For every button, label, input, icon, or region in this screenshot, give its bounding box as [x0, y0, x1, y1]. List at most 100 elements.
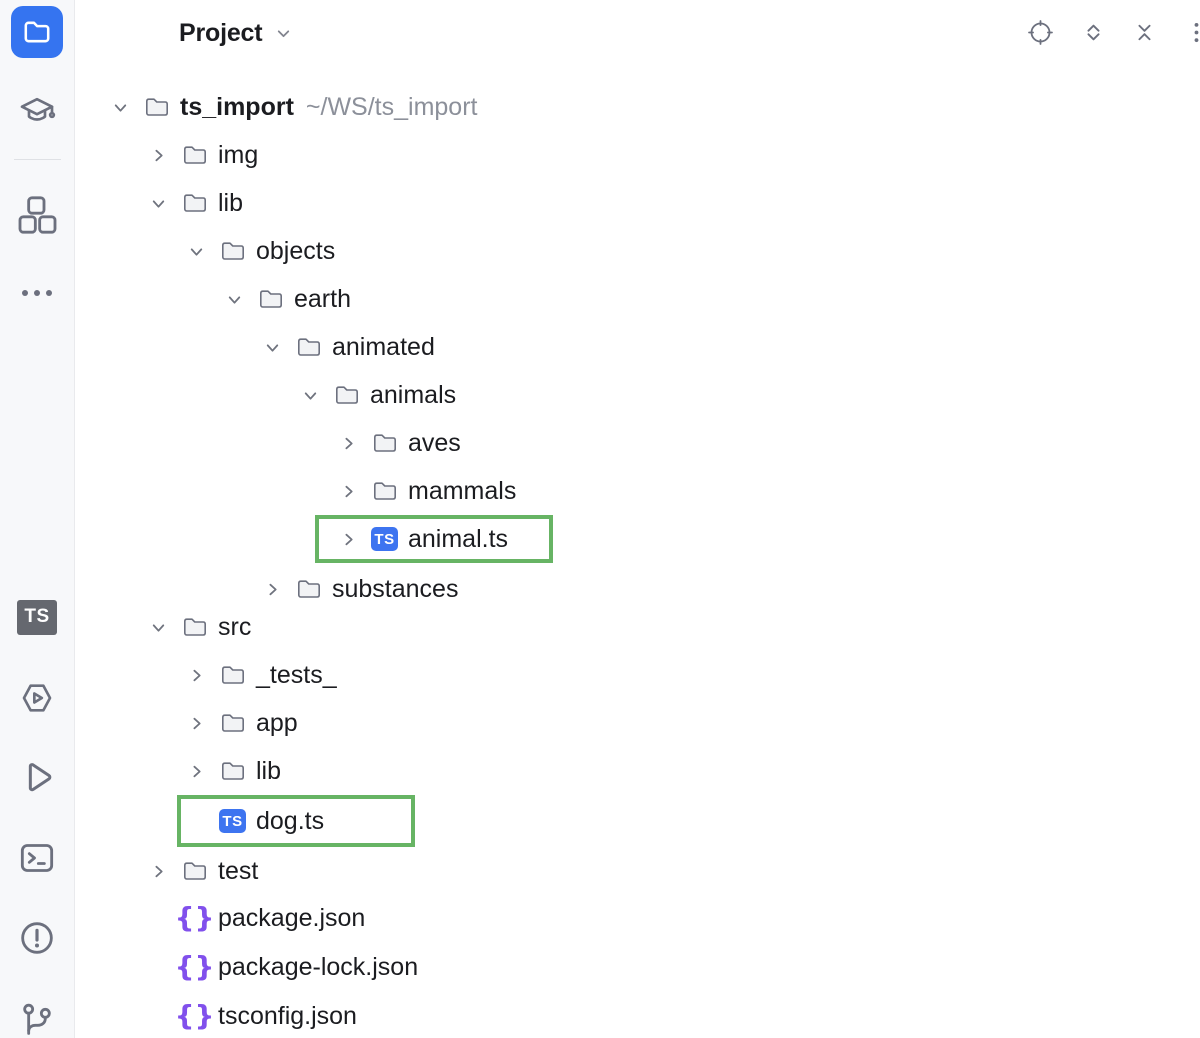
tree-row-ts-import[interactable]: ts_import ~/WS/ts_import [106, 83, 477, 131]
tree-row-label: earth [294, 284, 351, 313]
tool-version-control-button[interactable] [14, 997, 60, 1038]
problems-icon [21, 922, 53, 954]
json-file-icon: {} [174, 901, 215, 934]
stripe-divider [14, 159, 61, 160]
tree-row-lib[interactable]: lib [144, 179, 243, 227]
typescript-file-icon: TS [219, 809, 246, 833]
chevron-collapsed-icon[interactable] [340, 483, 357, 500]
tree-row-label: animated [332, 332, 435, 361]
chevron-collapsed-icon[interactable] [264, 581, 281, 598]
tool-learn-button[interactable] [14, 89, 60, 135]
tree-row-img[interactable]: img [144, 131, 258, 179]
chevron-collapsed-icon[interactable] [150, 863, 167, 880]
tool-problems-button[interactable] [14, 915, 60, 961]
tree-row-mammals[interactable]: mammals [334, 467, 516, 515]
chevron-collapsed-icon[interactable] [150, 147, 167, 164]
tree-row-tsconfig-json[interactable]: {}tsconfig.json [144, 992, 357, 1038]
project-panel-header: Project [76, 0, 1200, 66]
locate-opened-file-button[interactable] [1022, 14, 1058, 50]
tree-row-label: src [218, 612, 252, 641]
tree-row-lib[interactable]: lib [182, 747, 281, 795]
chevron-expanded-icon[interactable] [264, 339, 281, 356]
terminal-icon [20, 844, 54, 872]
chevron-expanded-icon[interactable] [150, 195, 167, 212]
tool-terminal-button[interactable] [14, 835, 60, 881]
tool-structure-button[interactable] [14, 192, 60, 238]
folder-icon [335, 386, 358, 404]
tree-row-animated[interactable]: animated [258, 323, 435, 371]
folder-icon [183, 146, 206, 164]
tree-row-label: img [218, 140, 259, 169]
tree-row-aves[interactable]: aves [334, 419, 461, 467]
tree-row-animals[interactable]: animals [296, 371, 456, 419]
options-menu-button[interactable] [1178, 14, 1200, 50]
tree-row-objects[interactable]: objects [182, 227, 335, 275]
folder-icon [221, 714, 244, 732]
git-branch-icon [23, 1003, 51, 1035]
json-file-icon: {} [174, 950, 215, 983]
tree-row-app[interactable]: app [182, 699, 298, 747]
structure-icon [18, 196, 57, 234]
chevron-expanded-icon[interactable] [188, 243, 205, 260]
chevron-collapsed-icon[interactable] [188, 763, 205, 780]
tool-project-button[interactable] [11, 6, 63, 58]
tree-row-label: mammals [408, 476, 517, 505]
tree-row-label: aves [408, 428, 461, 457]
tree-row-package-lock-json[interactable]: {}package-lock.json [144, 943, 419, 991]
services-icon [22, 684, 52, 712]
chevron-down-icon [278, 30, 290, 38]
tree-row-label: lib [218, 188, 244, 217]
tree-row-label: ts_import [180, 92, 294, 121]
chevron-collapsed-icon[interactable] [340, 435, 357, 452]
kebab-menu-icon [1194, 22, 1198, 42]
chevron-expanded-icon[interactable] [302, 387, 319, 404]
tool-services-button[interactable] [14, 675, 60, 721]
folder-icon [373, 482, 396, 500]
expand-all-icon [1086, 24, 1100, 40]
folder-icon [183, 194, 206, 212]
tree-row-test[interactable]: test [144, 847, 258, 895]
chevron-collapsed-icon[interactable] [188, 667, 205, 684]
tree-row-label: substances [332, 574, 459, 603]
folder-icon [183, 862, 206, 880]
folder-icon [221, 242, 244, 260]
chevron-collapsed-icon[interactable] [188, 715, 205, 732]
panel-title: Project [179, 19, 263, 47]
collapse-all-button[interactable] [1126, 14, 1162, 50]
tree-row-label: test [218, 856, 259, 885]
tree-row-substances[interactable]: substances [258, 565, 458, 613]
collapse-all-icon [1137, 24, 1151, 40]
project-view-selector[interactable]: Project [179, 19, 293, 48]
tree-row-earth[interactable]: earth [220, 275, 351, 323]
tool-more-button[interactable] [14, 270, 60, 316]
tree-row-label: package.json [218, 903, 366, 932]
tree-row-tests[interactable]: _tests_ [182, 651, 337, 699]
tool-stripe: TS [0, 0, 75, 1038]
folder-icon [297, 580, 320, 598]
tree-row-label: package-lock.json [218, 952, 419, 981]
chevron-collapsed-icon[interactable] [340, 531, 357, 548]
folder-icon [145, 98, 168, 116]
graduation-cap-icon [20, 97, 56, 121]
folder-icon [221, 666, 244, 684]
typescript-logo: TS [17, 599, 57, 635]
chevron-expanded-icon[interactable] [226, 291, 243, 308]
folder-icon [373, 434, 396, 452]
tree-row-src[interactable]: src [144, 603, 251, 651]
folder-icon [259, 290, 282, 308]
tree-row-package-json[interactable]: {}package.json [144, 894, 366, 942]
json-file-icon: {} [174, 999, 215, 1032]
folder-icon [221, 762, 244, 780]
tree-row-label: app [256, 708, 298, 737]
tool-typescript-button[interactable]: TS [14, 594, 60, 640]
project-path-label: ~/WS/ts_import [305, 92, 478, 121]
chevron-expanded-icon[interactable] [112, 99, 129, 116]
chevron-expanded-icon[interactable] [150, 619, 167, 636]
tree-row-label: tsconfig.json [218, 1001, 357, 1030]
expand-all-button[interactable] [1075, 14, 1111, 50]
tree-row-label: objects [256, 236, 336, 265]
tool-run-button[interactable] [14, 754, 60, 800]
